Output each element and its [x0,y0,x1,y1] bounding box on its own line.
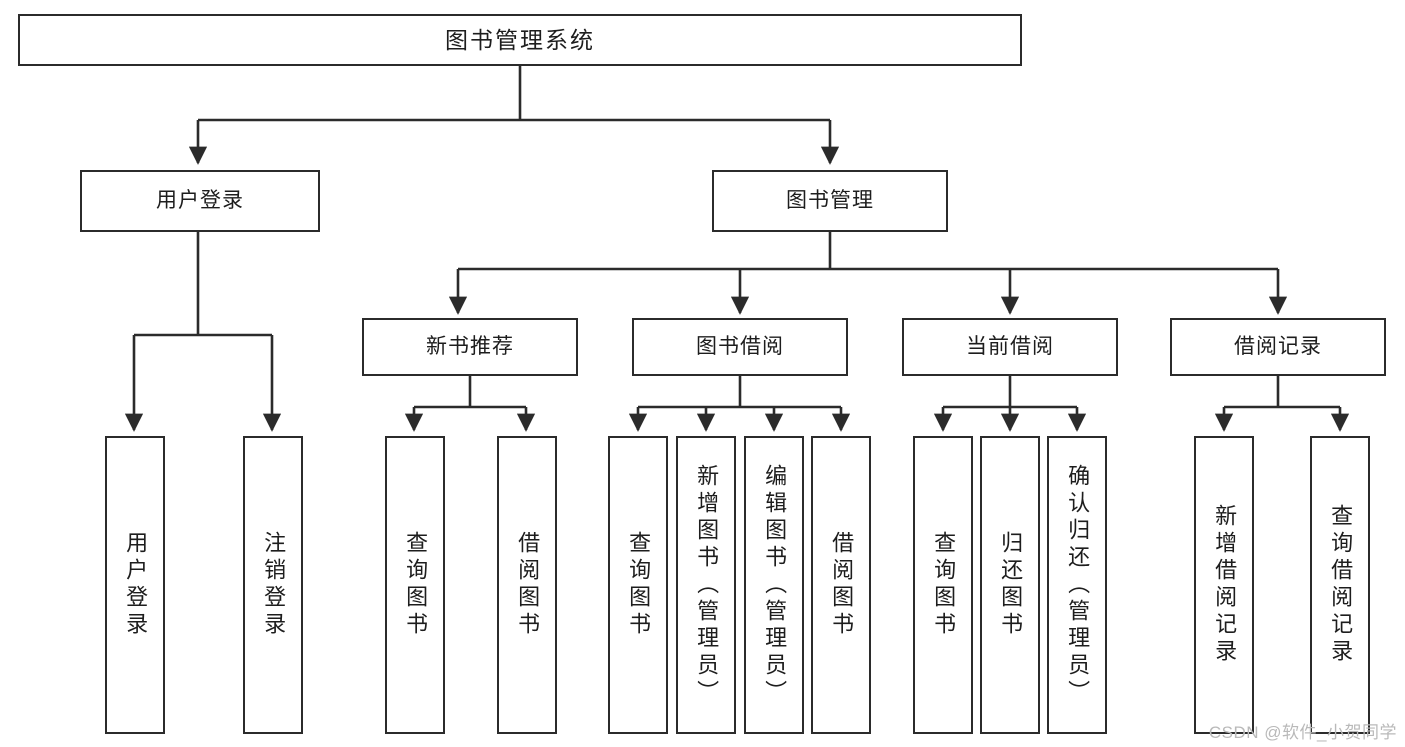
node-new-book-recommend-label: 新书推荐 [426,334,514,358]
leaf-book-borrow-query[interactable]: 查询图书 [608,436,668,734]
node-book-management[interactable]: 图书管理 [712,170,948,232]
leaf-label: 新增借阅记录 [1212,504,1238,666]
leaf-label: 查询借阅记录 [1328,504,1354,666]
leaf-label: 确认归还（管理员） [1065,463,1091,707]
leaf-borrow-record-query[interactable]: 查询借阅记录 [1310,436,1370,734]
node-new-book-recommend[interactable]: 新书推荐 [362,318,578,376]
leaf-label: 归还图书 [998,531,1024,639]
leaf-new-book-query[interactable]: 查询图书 [385,436,445,734]
leaf-user-login-logout[interactable]: 注销登录 [243,436,303,734]
leaf-borrow-record-add[interactable]: 新增借阅记录 [1194,436,1254,734]
node-book-borrow[interactable]: 图书借阅 [632,318,848,376]
leaf-current-borrow-confirm-return[interactable]: 确认归还（管理员） [1047,436,1107,734]
leaf-current-borrow-return[interactable]: 归还图书 [980,436,1040,734]
leaf-user-login-login[interactable]: 用户登录 [105,436,165,734]
node-borrow-record-label: 借阅记录 [1234,334,1322,358]
leaf-label: 编辑图书（管理员） [762,463,788,707]
leaf-label: 借阅图书 [829,531,855,639]
node-root-label: 图书管理系统 [445,26,595,53]
node-user-login[interactable]: 用户登录 [80,170,320,232]
node-book-management-label: 图书管理 [786,188,874,212]
leaf-label: 查询图书 [931,531,957,639]
leaf-book-borrow-borrow[interactable]: 借阅图书 [811,436,871,734]
node-user-login-label: 用户登录 [156,188,244,212]
leaf-new-book-borrow[interactable]: 借阅图书 [497,436,557,734]
node-book-borrow-label: 图书借阅 [696,334,784,358]
leaf-label: 查询图书 [626,531,652,639]
node-current-borrow-label: 当前借阅 [966,334,1054,358]
leaf-book-borrow-edit[interactable]: 编辑图书（管理员） [744,436,804,734]
leaf-label: 用户登录 [123,531,149,639]
leaf-label: 借阅图书 [515,531,541,639]
leaf-book-borrow-add[interactable]: 新增图书（管理员） [676,436,736,734]
node-root[interactable]: 图书管理系统 [18,14,1022,66]
leaf-current-borrow-query[interactable]: 查询图书 [913,436,973,734]
node-current-borrow[interactable]: 当前借阅 [902,318,1118,376]
node-borrow-record[interactable]: 借阅记录 [1170,318,1386,376]
leaf-label: 注销登录 [261,531,287,639]
leaf-label: 查询图书 [403,531,429,639]
leaf-label: 新增图书（管理员） [694,463,720,707]
watermark-text: CSDN @软件_小贺同学 [1208,723,1397,742]
